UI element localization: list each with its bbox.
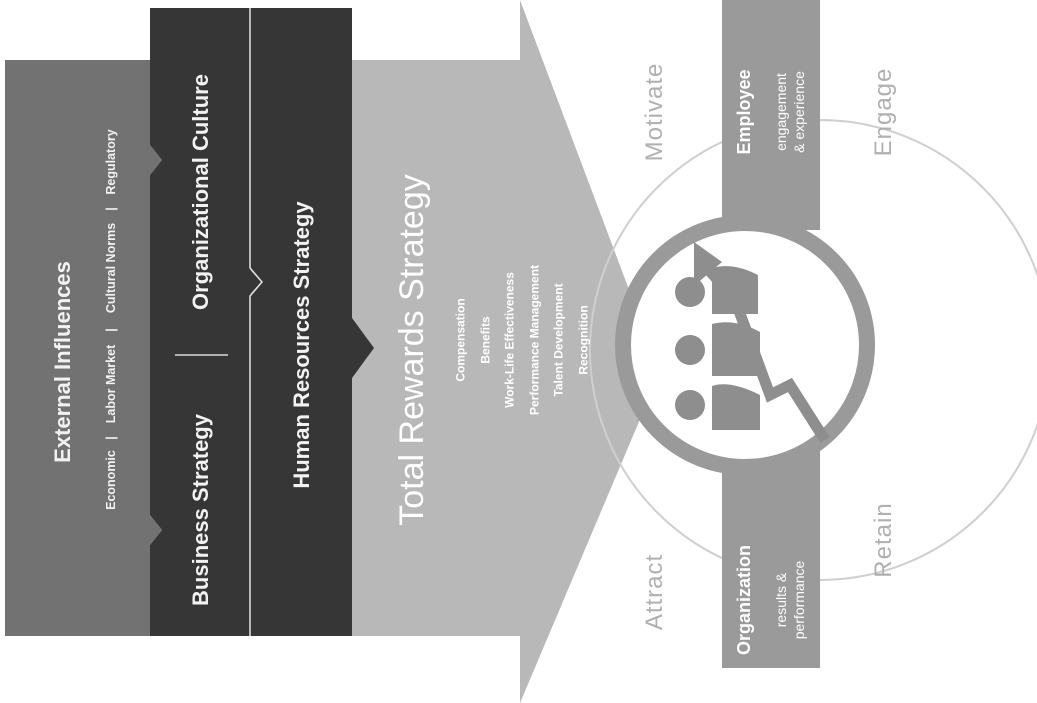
band-divider-line [249,8,263,636]
organization-title: Organization [734,544,754,656]
influence-regulatory: Regulatory [103,129,118,195]
employee-sub-line: engagement [773,73,789,151]
reward-item: Talent Development [551,283,566,397]
human-resources-band [250,8,374,636]
organizational-culture-band [150,8,262,636]
external-influences-title: External Influences [50,261,75,463]
influence-separator: | [103,328,118,332]
employee-title: Employee [734,69,754,155]
cycle-retain: Retain [870,502,897,578]
total-rewards-title: Total Rewards Strategy [393,174,431,526]
organization-sub-line: results & [773,572,789,628]
employee-subtitle: engagement & experience [772,71,808,153]
cycle-engage: Engage [870,67,897,157]
reward-item: Performance Management [527,264,541,416]
employee-sub-line: & experience [791,71,807,153]
reward-item: Benefits [478,316,492,364]
reward-item: Recognition [576,305,590,375]
cycle-attract: Attract [641,553,668,631]
influence-separator: | [103,207,118,211]
growth-arrow-icon [694,242,830,443]
influence-cultural-norms: Cultural Norms [103,222,118,314]
influence-economic: Economic [103,450,118,510]
employee-box [722,0,820,230]
cycle-motivate: Motivate [641,62,668,162]
external-influences-band [5,60,162,636]
reward-item: Compensation [453,298,468,382]
influence-labor-market: Labor Market [103,344,118,424]
organization-sub-line: performance [791,560,807,640]
total-rewards-list: Compensation Benefits Work-Life Effectiv… [449,265,596,415]
organization-subtitle: results & performance [772,561,808,640]
influence-separator: | [103,436,118,440]
organizational-culture-label: Organizational Culture [188,74,213,310]
organization-box [722,450,820,668]
human-resources-strategy-label: Human Resources Strategy [289,201,314,489]
total-rewards-arrow [335,0,660,703]
reward-item: Work-Life Effectiveness [502,272,517,408]
business-strategy-label: Business Strategy [188,414,213,606]
